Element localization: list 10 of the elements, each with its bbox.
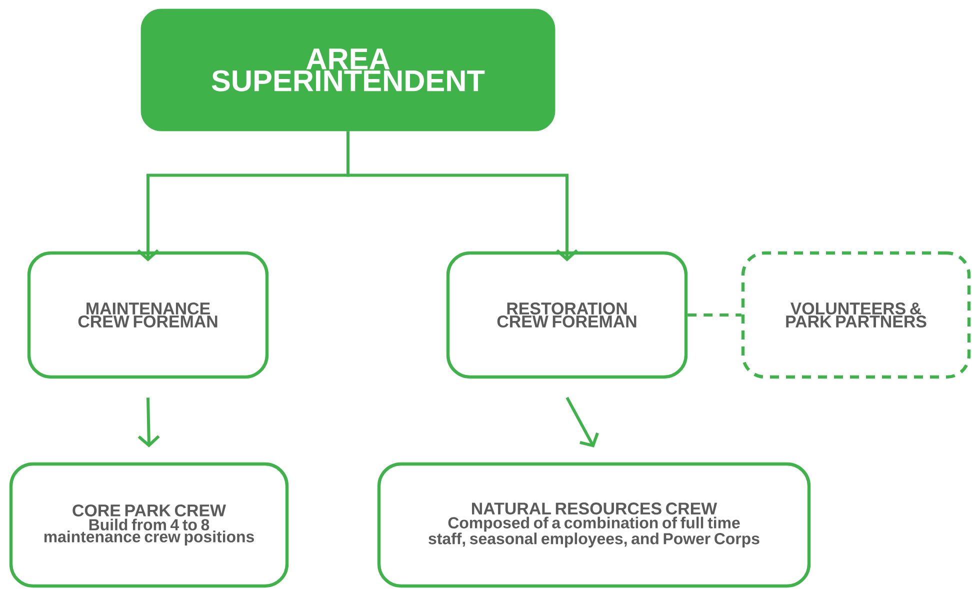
role-box: VOLUNTEERS & PARK PARTNERS	[741, 251, 971, 379]
connector-arrow	[346, 131, 578, 262]
role-box: MAINTENANCE CREW FOREMAN	[27, 251, 269, 379]
role-box: NATURAL RESOURCES CREW Composed of a combination of full time staff, seasonal employees, and Power Corps	[377, 462, 811, 588]
connector-arrow	[566, 396, 599, 448]
role-box: CORE PARK CREW Build from 4 to 8 maintenance crew positions	[9, 462, 289, 588]
title-box: AREA SUPERINTENDENT	[140, 8, 556, 132]
connector-arrow	[138, 398, 160, 448]
role-box: RESTORATION CREW FOREMAN	[446, 251, 688, 379]
connector-line	[688, 314, 742, 316]
